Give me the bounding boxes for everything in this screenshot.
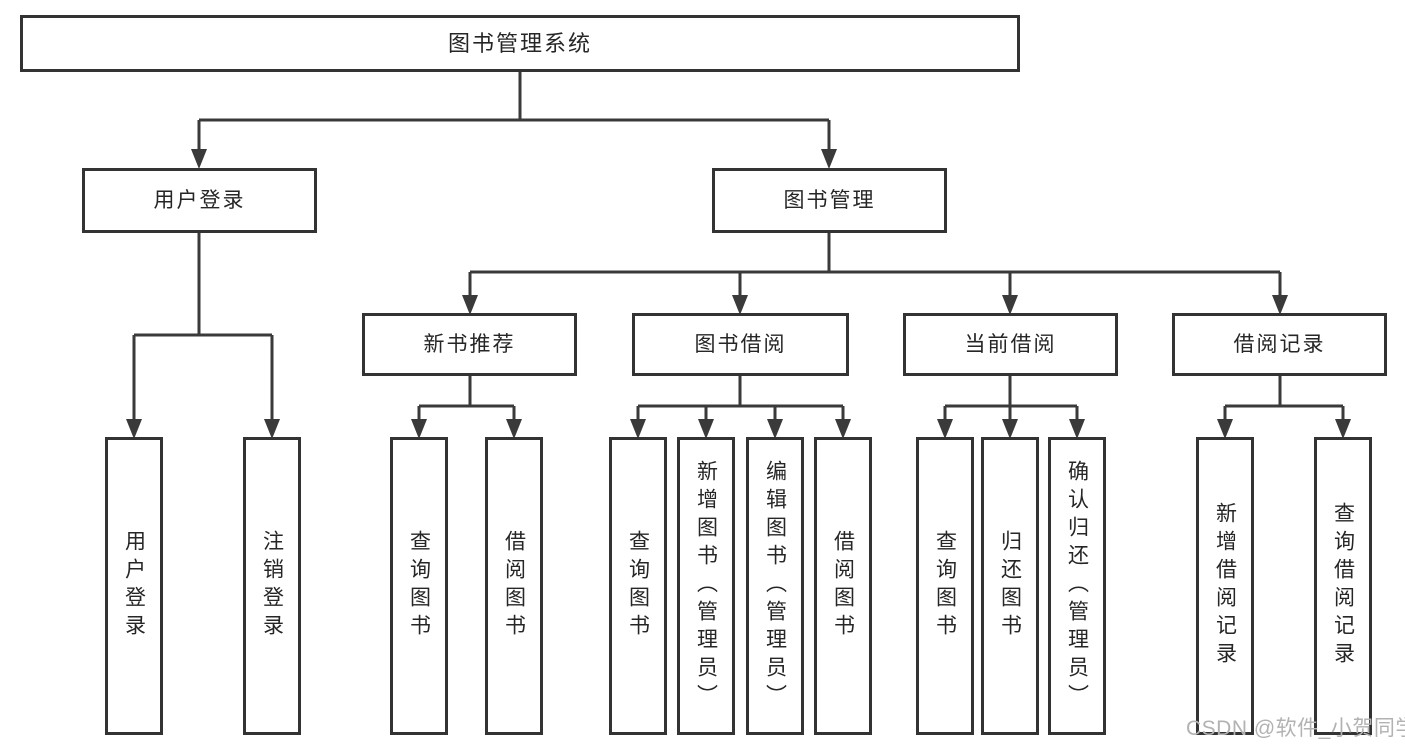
node-new-book-recommend: 新书推荐 — [362, 313, 577, 376]
leaf-borrow-books: 借阅图书 — [814, 437, 872, 735]
node-label: 查询图书 — [626, 530, 650, 642]
node-book-borrow: 图书借阅 — [632, 313, 849, 376]
leaf-confirm-return-admin: 确认归还（管理员） — [1048, 437, 1106, 735]
node-label: 新增图书（管理员） — [694, 460, 718, 712]
node-label: 当前借阅 — [964, 333, 1057, 356]
node-label: 查询借阅记录 — [1331, 502, 1355, 670]
node-borrow-records: 借阅记录 — [1172, 313, 1387, 376]
node-book-management: 图书管理 — [712, 168, 947, 233]
leaf-add-borrow-record: 新增借阅记录 — [1196, 437, 1254, 735]
leaf-query-books-borrow: 查询图书 — [609, 437, 667, 735]
node-label: 用户登录 — [153, 189, 246, 212]
node-label: 借阅记录 — [1233, 333, 1326, 356]
leaf-query-borrow-record: 查询借阅记录 — [1314, 437, 1372, 735]
node-label: 图书管理 — [783, 189, 876, 212]
node-label: 图书借阅 — [694, 333, 787, 356]
leaf-add-book-admin: 新增图书（管理员） — [677, 437, 735, 735]
node-label: 新增借阅记录 — [1213, 502, 1237, 670]
node-label: 编辑图书（管理员） — [763, 460, 787, 712]
node-label: 注销登录 — [260, 530, 284, 642]
leaf-user-login: 用户登录 — [105, 437, 163, 735]
node-label: 借阅图书 — [502, 530, 526, 642]
leaf-logout: 注销登录 — [243, 437, 301, 735]
node-system-root: 图书管理系统 — [20, 15, 1020, 72]
node-label: 新书推荐 — [423, 333, 516, 356]
leaf-query-books-current: 查询图书 — [916, 437, 974, 735]
node-label: 查询图书 — [933, 530, 957, 642]
node-current-borrow: 当前借阅 — [903, 313, 1118, 376]
leaf-return-book: 归还图书 — [981, 437, 1039, 735]
node-label: 用户登录 — [122, 530, 146, 642]
node-label: 图书管理系统 — [447, 30, 592, 56]
leaf-borrow-books-recommend: 借阅图书 — [485, 437, 543, 735]
node-label: 确认归还（管理员） — [1065, 460, 1089, 712]
node-label: 查询图书 — [407, 530, 431, 642]
node-user-login: 用户登录 — [82, 168, 317, 233]
leaf-query-books-recommend: 查询图书 — [390, 437, 448, 735]
node-label: 归还图书 — [998, 530, 1022, 642]
leaf-edit-book-admin: 编辑图书（管理员） — [746, 437, 804, 735]
node-label: 借阅图书 — [831, 530, 855, 642]
csdn-watermark: CSDN @软件_小贺同学 — [1186, 717, 1405, 740]
